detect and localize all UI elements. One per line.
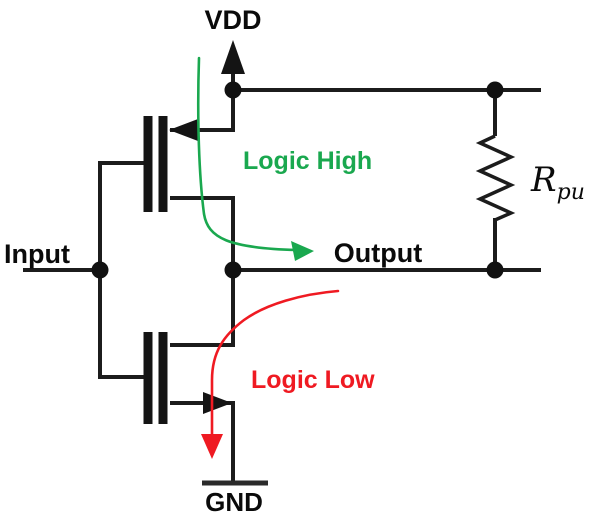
logic-low-arrow-icon	[201, 434, 223, 459]
resistor-subscript: pu	[557, 180, 585, 205]
logic-high-arrow-icon	[291, 241, 314, 261]
pullup-resistor-label: Rpu	[530, 160, 585, 205]
gnd-label: GND	[205, 487, 263, 517]
junction-dot-vdd	[224, 81, 242, 99]
logic-high-label: Logic High	[243, 147, 372, 175]
pmos-source-wire	[170, 88, 235, 132]
logic-high-current-path	[196, 56, 298, 252]
pullup-resistor-element	[475, 134, 516, 222]
pmos-source-arrow-icon	[169, 119, 198, 141]
output-label: Output	[334, 238, 422, 268]
nmos-drain-wire	[170, 268, 235, 347]
pmos-drain-wire	[170, 196, 235, 272]
nmos-source-arrow-icon	[203, 392, 232, 414]
input-label: Input	[4, 239, 70, 269]
junction-dot-output	[224, 261, 242, 279]
logic-low-label: Logic Low	[251, 366, 375, 394]
junction-dot-top-right	[486, 81, 504, 99]
junction-dot-input	[91, 261, 109, 279]
vdd-label: VDD	[204, 5, 261, 35]
logic-low-current-path	[210, 289, 340, 439]
resistor-name: R	[530, 160, 557, 200]
junction-dot-resistor-bottom	[486, 261, 504, 279]
nmos-source-wire	[170, 401, 235, 485]
vdd-arrow-icon	[221, 40, 245, 74]
